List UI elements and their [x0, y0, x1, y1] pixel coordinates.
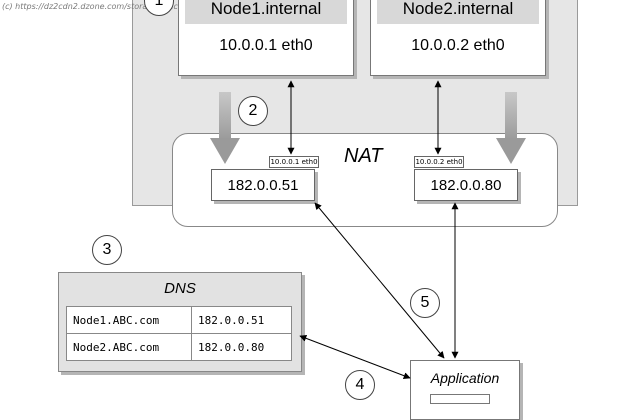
node1-private-ip: 10.0.0.1 eth0: [219, 37, 313, 54]
node2-private-ip: 10.0.0.2 eth0: [411, 37, 505, 54]
dns-host-cell: Node2.ABC.com: [65, 333, 193, 361]
dns-ip-cell: 182.0.0.51: [191, 306, 292, 334]
step-3-circle: 3: [92, 235, 122, 265]
link-nat1-app: [314, 202, 445, 359]
node2-title: Node2.internal: [377, 0, 539, 24]
dns-title: DNS: [164, 280, 196, 297]
node1-title: Node1.internal: [185, 0, 347, 24]
dns-table: Node1.ABC.com 182.0.0.51 Node2.ABC.com 1…: [65, 306, 292, 361]
nat-label: NAT: [344, 145, 383, 167]
nat-ip-node1: 182.0.0.51: [211, 169, 315, 201]
step-2-circle: 2: [238, 96, 268, 126]
nat-ip-node2: 182.0.0.80: [414, 169, 518, 201]
node2-box: Node2.internal 10.0.0.2 eth0: [370, 0, 546, 76]
nat-tag-node1: 10.0.0.1 eth0: [269, 156, 319, 168]
gray-arrow-node2: [496, 92, 526, 164]
node1-box: Node1.internal 10.0.0.1 eth0: [178, 0, 354, 76]
connector-lines: [210, 80, 526, 380]
gray-arrow-node1: [210, 92, 240, 164]
application-label: Application: [430, 370, 500, 386]
watermark-text: (c) https://dz2cdn2.dzone.com/storage/ar…: [2, 2, 225, 11]
nat-tag-node2: 10.0.0.2 eth0: [414, 156, 464, 168]
dns-row: Node1.ABC.com 182.0.0.51: [65, 306, 292, 334]
dns-ip-cell: 182.0.0.80: [191, 333, 292, 361]
link-dns-app: [299, 334, 411, 380]
dns-host-cell: Node1.ABC.com: [65, 306, 193, 334]
dns-row: Node2.ABC.com 182.0.0.80: [65, 333, 292, 361]
